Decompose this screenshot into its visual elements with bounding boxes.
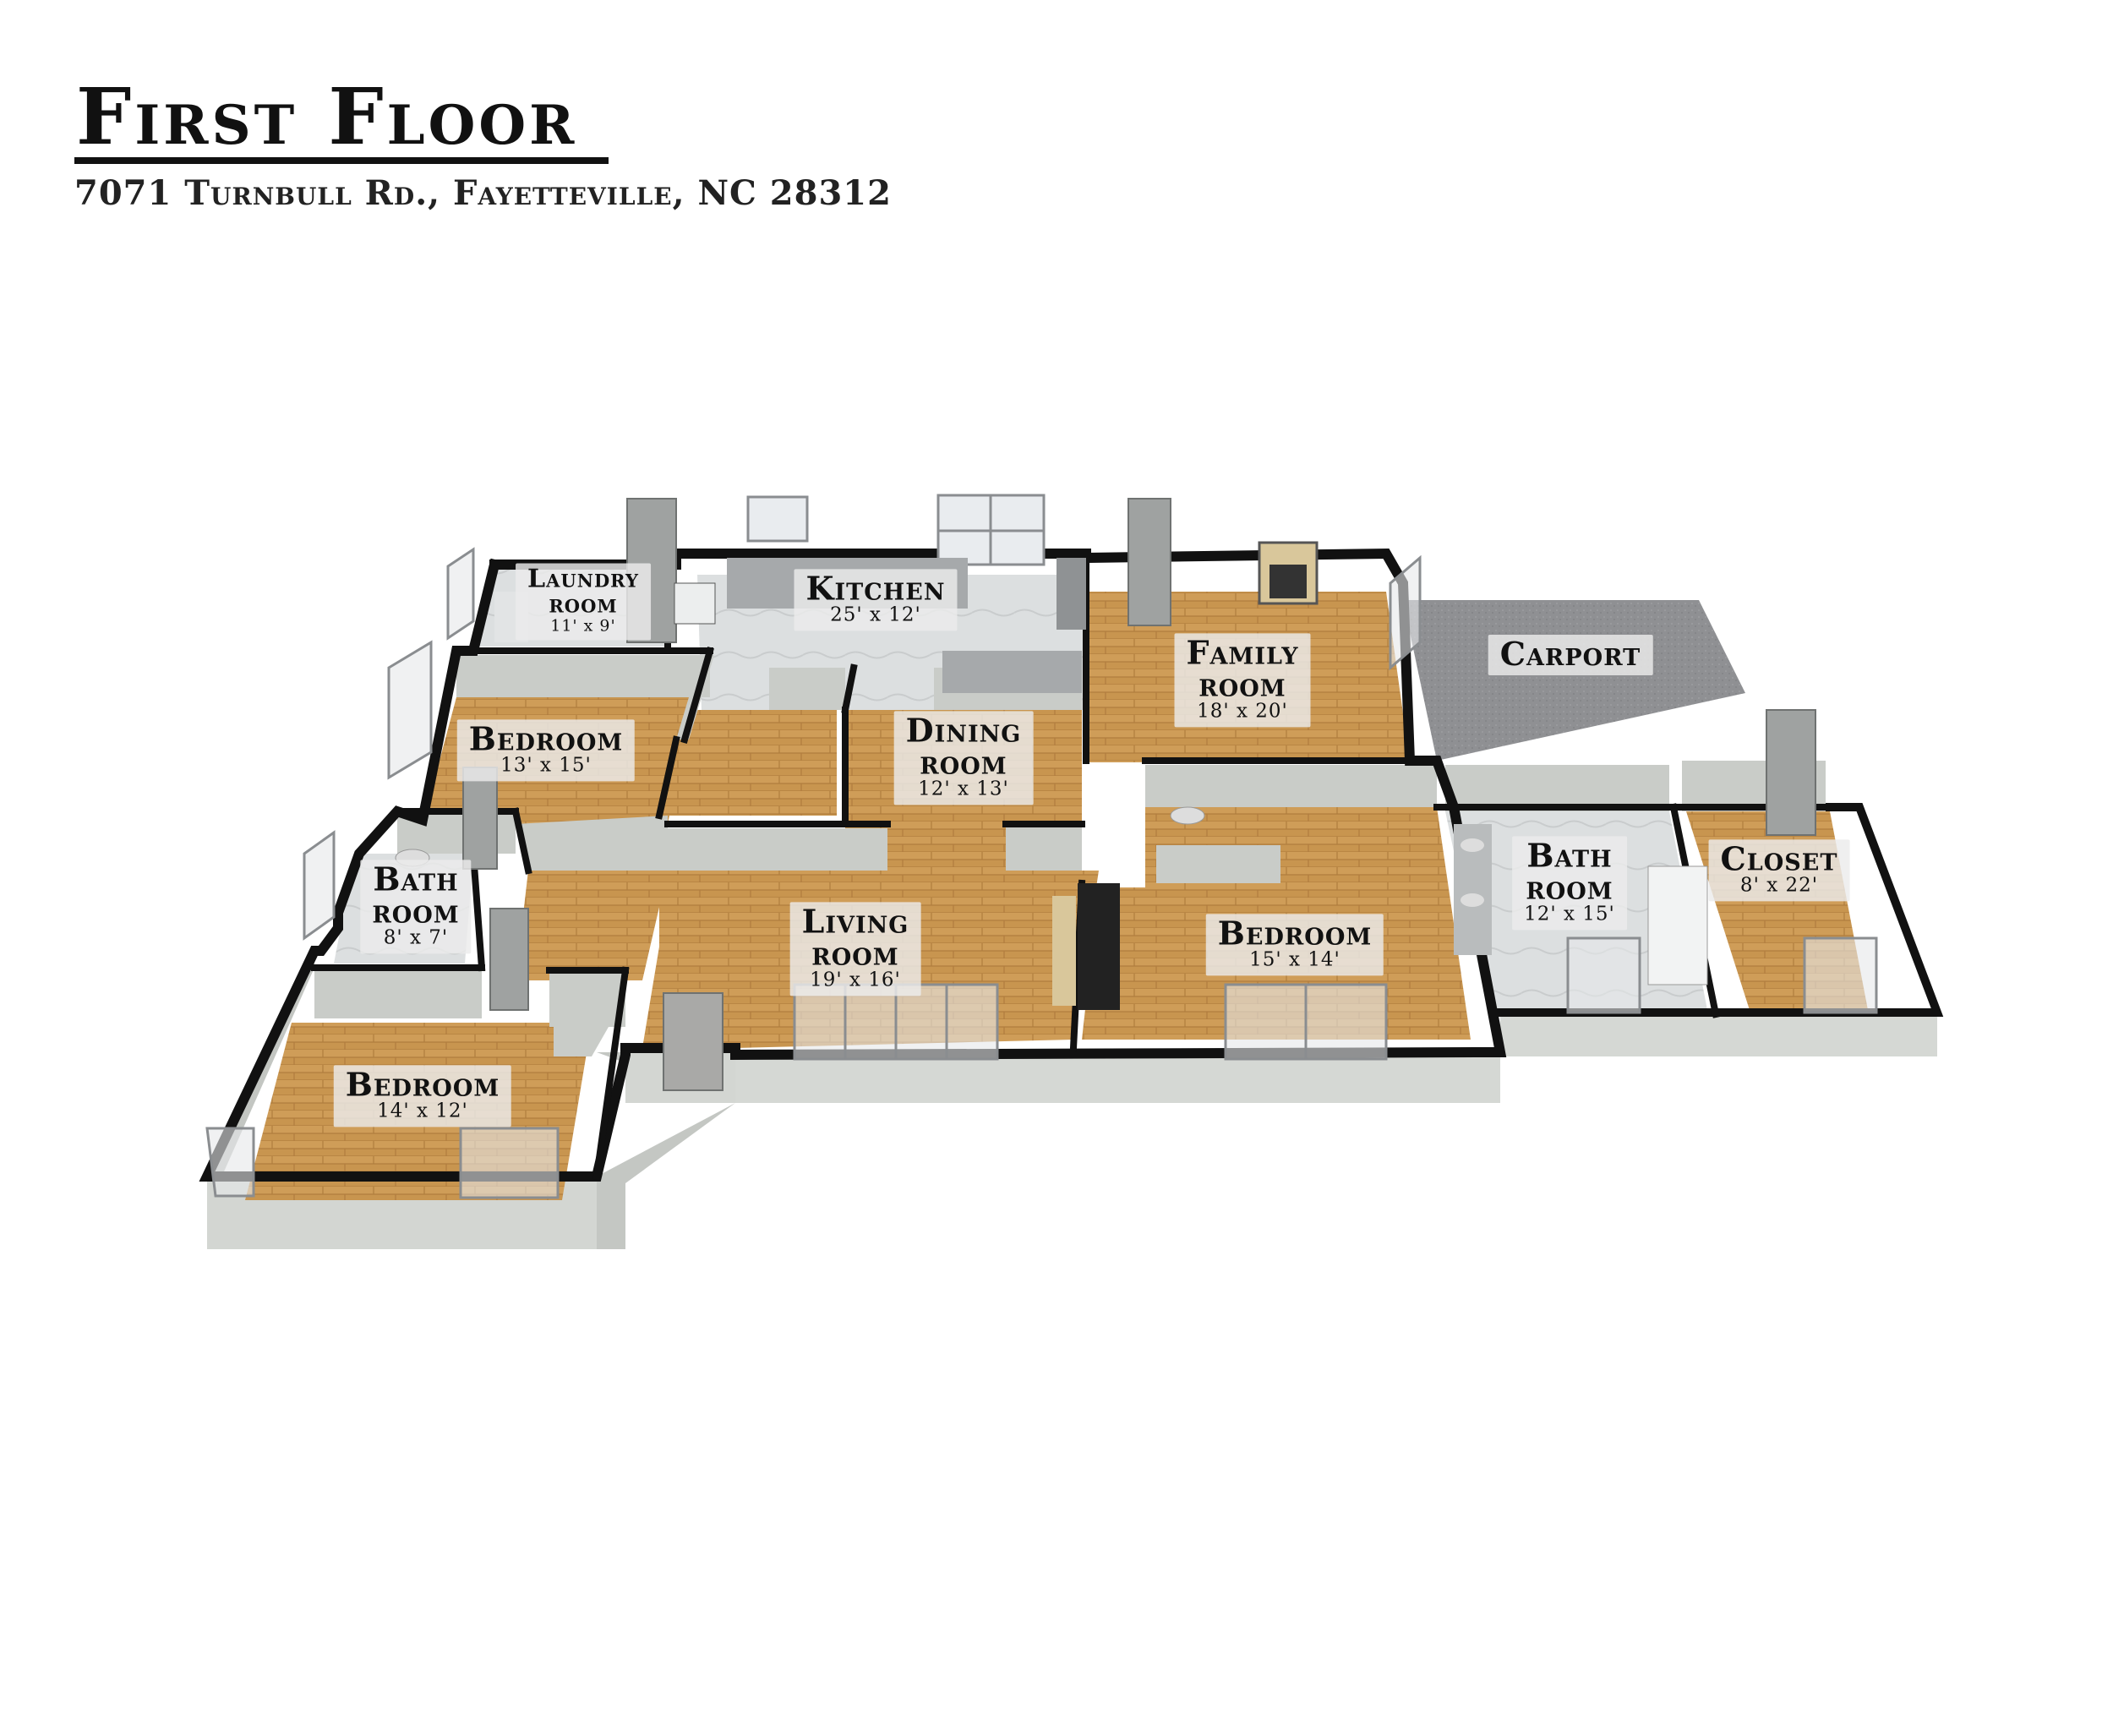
living-room-name: Living room [801,902,909,973]
bath-room-west-name: Bath room [372,860,460,931]
closet-dim: 8' x 22' [1739,874,1819,897]
door-bedroom-nw [462,767,498,870]
window-laundry [446,547,475,641]
door-family [1127,498,1171,626]
bedroom-nw-label: Bedroom 13' x 15' [456,719,636,782]
kitchen-label: Kitchen 25' x 12' [794,569,958,631]
stove [674,582,716,625]
address-subtitle: 7071 Turnbull Rd., Fayetteville, NC 2831… [74,173,892,213]
windows [205,494,1878,1199]
laundry-room-name: Laundry room [527,564,639,620]
dining-room-name: Dining room [905,711,1022,782]
family-room-dim: 18' x 20' [1197,700,1288,723]
carport-floor [1403,600,1745,761]
door-front [663,992,723,1091]
kitchen-name: Kitchen [805,569,946,608]
dining-room-dim: 12' x 13' [918,778,1009,800]
bedroom-sw-dim: 14' x 12' [377,1100,468,1122]
laundry-room-label: Laundry room 11' x 9' [516,563,651,641]
window-kitchen-small [746,495,809,543]
hall-floor [516,871,668,980]
bath-room-east-dim: 12' x 15' [1524,903,1615,925]
window-bedroom-sw-east [459,1127,560,1199]
bedroom-nw-annex [668,710,837,816]
living-room-label: Living room 19' x 16' [789,902,921,996]
dining-room-label: Dining room 12' x 13' [893,711,1034,805]
bath-room-west-dim: 8' x 7' [383,926,449,949]
living-room-dim: 19' x 16' [810,969,901,991]
closet-name: Closet [1720,839,1838,878]
title-underline [74,157,609,164]
bath-room-east-label: Bath room 12' x 15' [1512,836,1627,931]
family-room-label: Family room 18' x 20' [1174,633,1311,728]
bedroom-nw-name: Bedroom [468,719,624,758]
window-bath-east [1566,936,1641,1014]
carport-label: Carport [1488,635,1653,675]
laundry-room-dim: 11' x 9' [550,616,616,636]
sink-east-1 [1461,838,1484,852]
window-bedroom-nw [387,640,433,780]
kitchen-island [942,651,1082,693]
window-family [1389,554,1422,671]
door-closet [1766,709,1816,836]
page-title: First Floor [76,71,578,162]
carport-name: Carport [1499,635,1641,673]
doors [462,498,1816,1091]
bathtub [1647,865,1708,985]
bedroom-center-dim: 15' x 14' [1249,948,1340,971]
bedroom-nw-dim: 13' x 15' [500,754,592,777]
window-bath-west [303,830,336,941]
window-closet [1803,936,1878,1014]
kitchen-dim: 25' x 12' [830,603,921,626]
closet-label: Closet 8' x 22' [1708,839,1850,902]
bedroom-sw-name: Bedroom [345,1065,500,1104]
bookshelf [1078,883,1120,1010]
bedroom-center-name: Bedroom [1217,914,1373,953]
bedroom-sw-label: Bedroom 14' x 12' [333,1065,512,1127]
window-bedroom-sw-west [205,1127,255,1198]
family-room-name: Family room [1186,633,1299,704]
sink-bedroom [1170,806,1205,825]
door-bath-west [489,908,529,1011]
bath-room-west-label: Bath room 8' x 7' [360,860,472,954]
bedroom-center-label: Bedroom 15' x 14' [1205,914,1384,976]
refrigerator [1056,558,1086,630]
fixtures [395,541,1708,1010]
sink-east-2 [1461,893,1484,907]
bath-room-east-name: Bath room [1526,836,1613,907]
console-table [1052,896,1076,1006]
